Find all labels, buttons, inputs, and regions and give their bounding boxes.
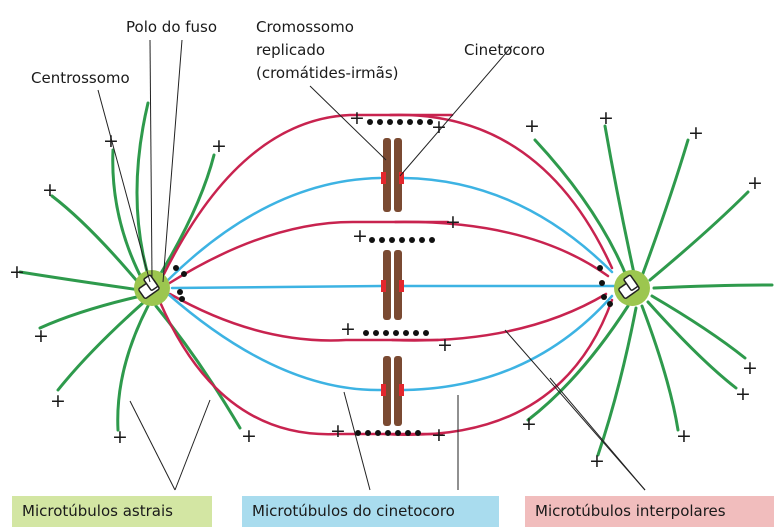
plus-sign: + xyxy=(42,179,58,201)
label-kinetochore: Cinetocoro xyxy=(464,41,545,59)
plus-sign: + xyxy=(352,225,368,247)
plus-sign: + xyxy=(103,130,119,152)
chromosome-middle xyxy=(381,250,404,320)
plus-sign: + xyxy=(598,107,614,129)
legend-interpolar-microtubules: Microtúbulos interpolares xyxy=(525,496,774,527)
plus-sign: + xyxy=(211,135,227,157)
astral-microtubules-right xyxy=(528,126,772,455)
label-pole: Polo do fuso xyxy=(126,18,217,36)
plus-sign: + xyxy=(241,425,257,447)
plus-sign: + xyxy=(431,424,447,446)
plus-sign: + xyxy=(521,413,537,435)
plus-sign: + xyxy=(50,390,66,412)
plus-sign: + xyxy=(589,450,605,472)
kinetochore-mark xyxy=(381,172,386,184)
legend-kinetochore-microtubules: Microtúbulos do cinetocoro xyxy=(242,496,499,527)
plus-sign: + xyxy=(688,122,704,144)
plus-sign: + xyxy=(33,325,49,347)
label-chromosome-3: (cromátides-irmãs) xyxy=(256,64,399,82)
plus-sign: + xyxy=(340,318,356,340)
plus-sign: + xyxy=(112,426,128,448)
astral-microtubules-left xyxy=(20,103,240,430)
centrosome-right xyxy=(614,270,650,306)
plus-sign: + xyxy=(330,420,346,442)
plus-sign: + xyxy=(437,334,453,356)
label-chromosome-1: Cromossomo xyxy=(256,18,354,36)
plus-sign: + xyxy=(445,211,461,233)
plus-sign: + xyxy=(742,357,758,379)
legend-astral-microtubules: Microtúbulos astrais xyxy=(12,496,212,527)
plus-sign: + xyxy=(735,383,751,405)
plus-sign: + xyxy=(747,172,763,194)
plus-sign: + xyxy=(9,261,25,283)
leader-lines xyxy=(98,40,645,490)
label-chromosome-2: replicado xyxy=(256,41,325,59)
plus-sign: + xyxy=(349,107,365,129)
plus-sign: + xyxy=(524,115,540,137)
plus-sign: + xyxy=(431,116,447,138)
label-centrosome: Centrossomo xyxy=(31,69,130,87)
plus-sign: + xyxy=(676,425,692,447)
chromosome-bottom xyxy=(381,356,404,426)
